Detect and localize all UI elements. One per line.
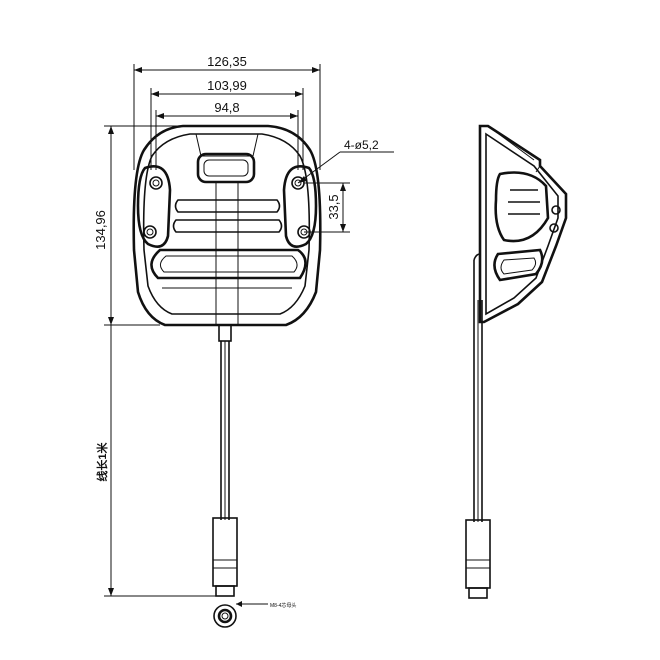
- connector-label: M8-4芯母头: [270, 602, 296, 609]
- dim-inner-width: 94,8: [214, 100, 239, 115]
- cable-length-label: 线长1米: [95, 441, 109, 481]
- left-side-pod: [136, 165, 172, 248]
- dim-hole-spacing: 33,5: [326, 194, 341, 219]
- side-housing-outline: [478, 124, 568, 324]
- side-bevel: [487, 125, 535, 161]
- connector-tip: [215, 585, 235, 597]
- mounting-hole: [294, 179, 302, 187]
- side-housing-inner: [485, 132, 559, 316]
- side-connector-tip: [468, 587, 488, 599]
- dim-height: 134,96: [93, 210, 108, 250]
- mounting-hole: [146, 228, 154, 236]
- bevel-line: [195, 133, 202, 157]
- right-side-pod: [282, 165, 318, 248]
- mounting-hole: [152, 179, 160, 187]
- side-view: [465, 124, 568, 599]
- top-lens-inner: [203, 159, 249, 177]
- bottom-lens-bar: [150, 248, 307, 280]
- dim-mid-width: 103,99: [207, 78, 247, 93]
- bottom-lens-inner: [160, 255, 298, 273]
- cable-gland: [218, 324, 232, 342]
- front-view: 126,35 103,99 94,8 134,96 线长1米 33,5: [93, 54, 394, 628]
- hole-callout: 4-ø5,2: [344, 138, 379, 152]
- bevel-line: [252, 133, 259, 157]
- side-hole: [549, 223, 559, 233]
- dim-overall-width: 126,35: [207, 54, 247, 69]
- side-hole: [551, 205, 561, 215]
- mounting-hole: [143, 225, 157, 239]
- side-lower-lens: [493, 248, 544, 282]
- mounting-hole: [149, 176, 163, 190]
- top-lens-window: [196, 152, 256, 184]
- side-pod: [494, 171, 550, 243]
- housing-outline: [132, 124, 322, 327]
- cable-connector: [212, 517, 238, 587]
- rib-2: [172, 219, 283, 233]
- side-connector: [465, 519, 491, 589]
- rib-1: [174, 199, 281, 213]
- side-bevel: [535, 165, 541, 173]
- cable: [212, 324, 268, 628]
- connector-end-view: [213, 604, 237, 628]
- side-cable-bend: [473, 253, 481, 261]
